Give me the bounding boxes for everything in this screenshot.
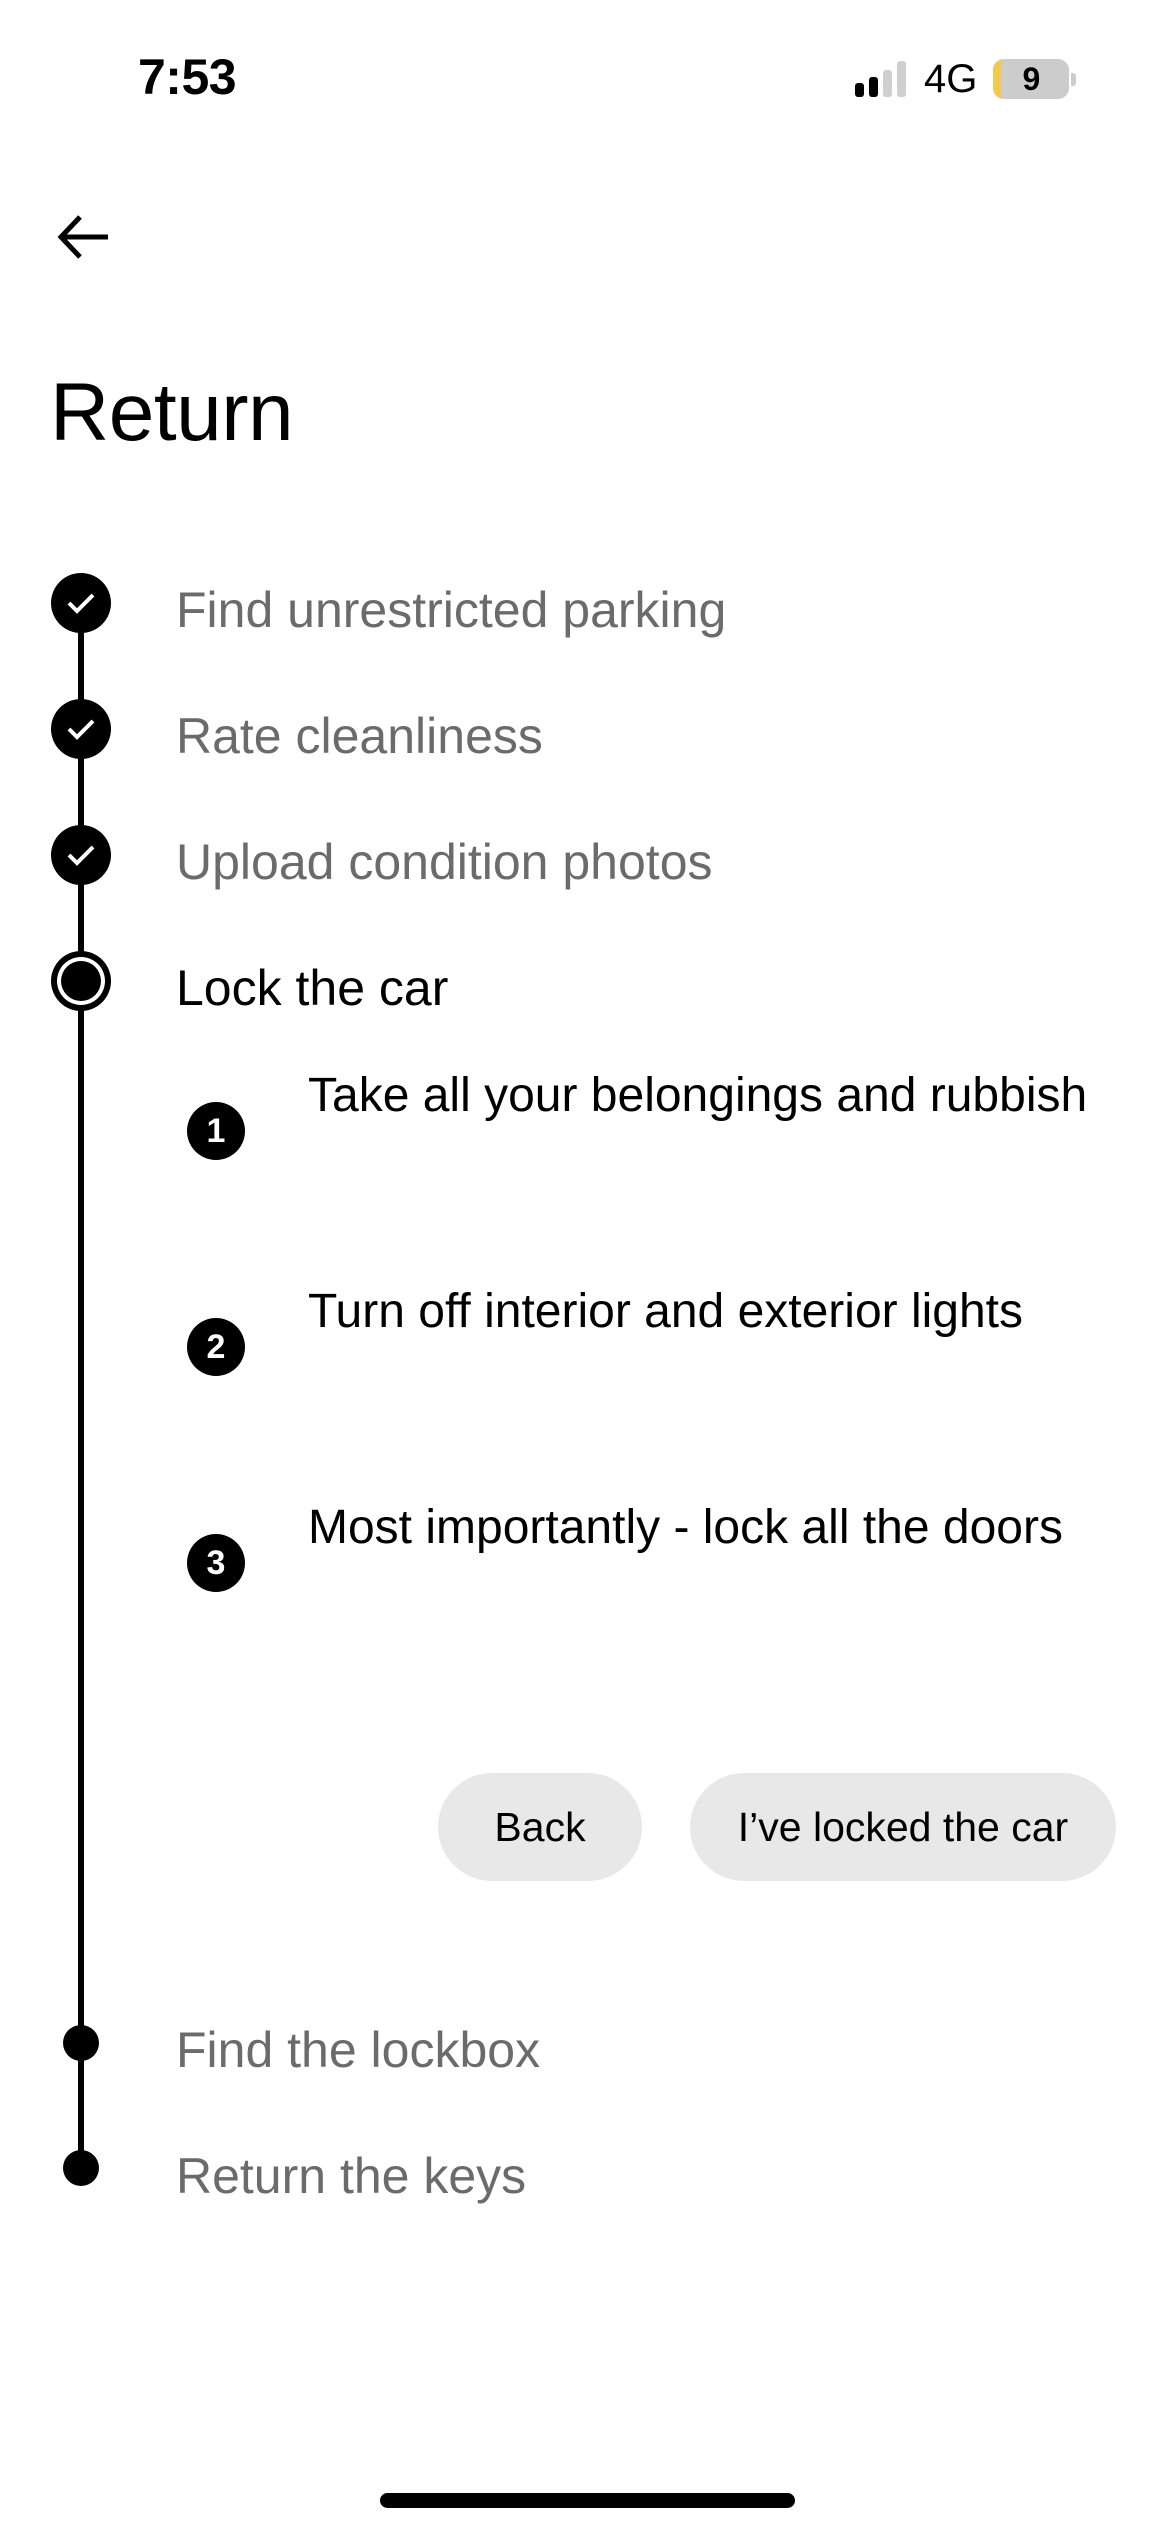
step-lock-the-car: Lock the car [176,960,449,1016]
current-step-icon [51,951,111,1011]
substep-number-1-icon: 1 [187,1102,245,1160]
page-title: Return [50,367,294,458]
substep-text: Turn off interior and exterior lights [308,1285,1024,1338]
substep-text: Most importantly - lock all the doors [308,1501,1063,1554]
pending-dot-icon [63,2025,99,2061]
pending-dot-icon [63,2150,99,2186]
back-button[interactable] [52,208,114,266]
network-type: 4G [924,56,978,101]
timeline-line [78,603,84,2168]
substep-number-3-icon: 3 [187,1534,245,1592]
step-upload-condition-photos: Upload condition photos [176,834,713,890]
arrow-left-icon [57,215,108,259]
check-icon [51,699,111,759]
battery-level: 9 [1022,60,1041,97]
cellular-signal-icon [855,61,906,97]
back-step-button[interactable]: Back [438,1773,642,1881]
step-return-the-keys: Return the keys [176,2148,527,2204]
battery-tip [1071,72,1077,86]
status-time: 7:53 [138,49,237,105]
substep-text: Take all your belongings and rubbish [308,1069,1088,1122]
check-icon [51,573,111,633]
step-find-the-lockbox: Find the lockbox [176,2022,541,2078]
check-icon [51,825,111,885]
status-indicators: 4G 9 [855,56,1077,102]
step-rate-cleanliness: Rate cleanliness [176,708,543,764]
substep-number-2-icon: 2 [187,1318,245,1376]
step-find-unrestricted-parking: Find unrestricted parking [176,582,727,638]
battery-icon: 9 [993,59,1070,99]
confirm-locked-button[interactable]: I’ve locked the car [690,1773,1116,1881]
home-indicator[interactable] [380,2493,795,2508]
